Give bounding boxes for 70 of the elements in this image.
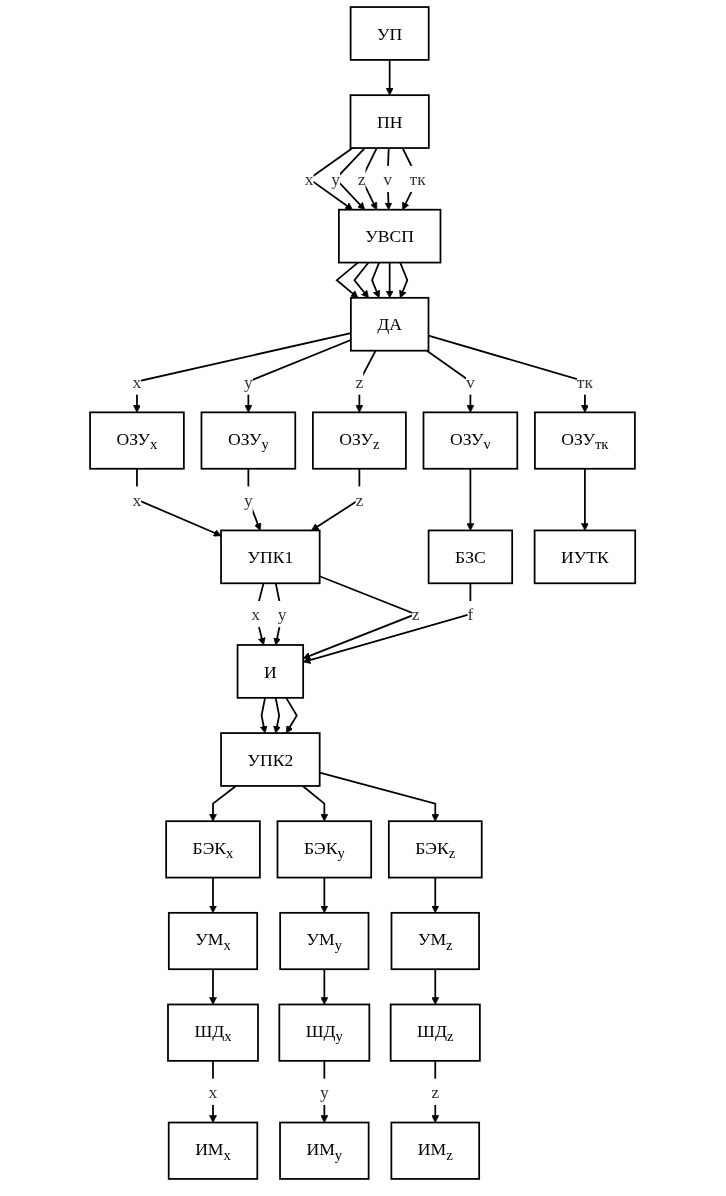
- node-box: [422, 411, 519, 470]
- arrow: [260, 696, 268, 734]
- edge-label: v: [466, 371, 476, 392]
- node-box: [534, 411, 637, 470]
- arrow: [581, 467, 590, 531]
- node-box: [350, 296, 430, 352]
- arrow: [355, 349, 377, 413]
- arrow: [273, 696, 282, 734]
- arrow: [302, 785, 329, 822]
- node-box: [279, 911, 370, 971]
- node-box: [237, 644, 305, 699]
- node-box: [390, 1121, 481, 1180]
- node-box: [168, 1121, 259, 1180]
- arrow: [371, 261, 381, 299]
- edge-label: y: [320, 1082, 330, 1102]
- arrow: [209, 876, 218, 914]
- edge-label: x: [305, 169, 315, 189]
- node-box: [350, 6, 430, 61]
- arrow: [320, 876, 329, 914]
- node-box: [390, 1003, 482, 1062]
- arrow: [431, 876, 440, 914]
- arrow: [285, 696, 299, 734]
- node-box: [278, 1003, 371, 1062]
- arrow: [303, 575, 419, 660]
- node-box: [338, 208, 442, 264]
- node-box: [276, 820, 373, 879]
- node-box: [428, 529, 514, 585]
- node-box: [220, 529, 321, 585]
- edge-label: x: [132, 489, 142, 510]
- edge-label: z: [355, 371, 364, 392]
- edge-label: x: [251, 604, 261, 624]
- node-box: [200, 411, 297, 470]
- edge-label: тк: [409, 169, 427, 189]
- edge-label: z: [412, 604, 420, 624]
- edge-label: y: [278, 604, 287, 624]
- arrow: [209, 968, 218, 1005]
- arrow: [386, 261, 394, 299]
- arrow: [303, 582, 472, 664]
- node-box: [168, 911, 259, 971]
- node-box: [312, 411, 408, 470]
- edge-label: f: [467, 604, 474, 624]
- node-box: [165, 820, 262, 879]
- arrow: [399, 261, 409, 299]
- node-box: [167, 1003, 260, 1062]
- arrow: [431, 1059, 440, 1123]
- arrow: [466, 467, 475, 531]
- arrow: [209, 785, 238, 822]
- arrow: [353, 261, 370, 299]
- node-box: [534, 529, 637, 585]
- node-box: [89, 411, 186, 470]
- edge-label: z: [358, 169, 366, 189]
- arrow: [320, 968, 329, 1005]
- edge-label: y: [244, 489, 254, 510]
- node-box: [220, 732, 321, 787]
- edge-label: z: [355, 489, 364, 510]
- node-box: [388, 820, 483, 879]
- edge-label: x: [208, 1082, 218, 1102]
- edge-label: x: [132, 371, 142, 392]
- edge-label: z: [431, 1082, 440, 1102]
- block-diagram: x y z v тк x y z v тк x y z x y z f x y z УП ПН УВСП ДА ОЗУ$_{x}$ ОЗУ$_{y}$ ОЗУ$_{z}$ ОЗУ$_{v}$ ОЗУ$_{тк}$ УПК1 БЗС ИУТК И УПК2 БЭК$_{x}$ БЭК$_{y}$ БЭК$_{z}$ УМ$_{x}$ УМ$_{y}$ УМ$_{z}$ ШД$_{x}$ ШД$_{y}$ ШД$_{z}$ ИМ$_{x}$ ИМ$_{y}$ ИМ$_{z}$: [83, 0, 643, 1186]
- edge-label: y: [331, 169, 341, 189]
- edge-label: v: [383, 169, 393, 189]
- node-box: [391, 911, 481, 971]
- arrow: [335, 261, 360, 299]
- node-box: [279, 1121, 370, 1180]
- edge-label: y: [244, 371, 254, 392]
- arrow: [386, 59, 394, 96]
- arrow: [431, 968, 440, 1005]
- edge-label: тк: [577, 371, 594, 392]
- node-box: [350, 94, 431, 149]
